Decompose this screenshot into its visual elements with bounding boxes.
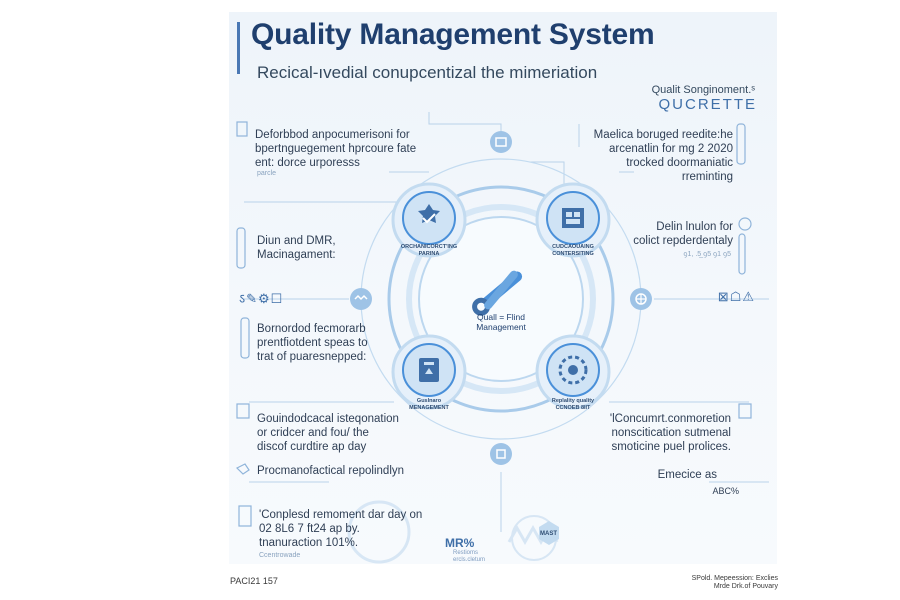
node-bottom-left (391, 334, 467, 410)
title-accent-bar (237, 22, 240, 74)
footer-right: SPold. Mepeession: Exclies Mrde Drk.of P… (691, 575, 778, 590)
page-title: Quality Management System (251, 18, 655, 51)
right-footer-row: Emecice as (657, 469, 717, 481)
note-mid-right: Delin lnulon for colict repderdentaly (633, 221, 733, 247)
right-edge-icons: ⊠☖⚠ (717, 289, 755, 304)
pen-icon (736, 123, 746, 165)
center-disc (418, 216, 584, 382)
kpi-value: MR% (445, 536, 475, 550)
note-top-left-tag: parcle (257, 170, 277, 177)
document-icon (236, 121, 248, 137)
note-mid-left: Diun and DMR, Macinagament: (257, 235, 336, 261)
pencil-icon (236, 227, 246, 269)
clipboard-icon (238, 505, 252, 527)
inner-ring-halo (406, 204, 596, 394)
diagram-lineart (235, 112, 769, 564)
node-label-bottom-left: Guslnaro MENAGEMENT (409, 398, 449, 411)
cube-icon (235, 463, 250, 475)
node-top-right (535, 182, 611, 258)
note-bottom-left: Gouindodcacal isteqonation or cridcer an… (257, 413, 399, 453)
node-label-top-left: ORCHANICORCT'ING PARINA (400, 244, 458, 257)
search-icon (738, 217, 752, 231)
note-bottom-tag: Ccentrowade (259, 552, 301, 559)
note-bottom: 'Conplesd remoment dar day on 02 8L6 7 f… (259, 509, 423, 549)
pencil-icon (240, 317, 250, 359)
connector-node-right (630, 288, 652, 310)
top-right-label: Qualit Songinoment.ˢ (651, 84, 755, 96)
connector-line (428, 112, 502, 142)
connector-node-bottom (490, 443, 512, 465)
left-footer-row: Procmanofactical repolindlyn (257, 465, 405, 477)
node-top-left (391, 182, 467, 258)
note-lower-left: Bornordod fecmorarb prentfiotdent speas … (257, 323, 368, 363)
node-label-bottom-right: Replality quality CCNOEB 8IIT (551, 398, 595, 411)
note-top-right: Maelica boruged reedite:he arcenatlin fo… (593, 129, 733, 183)
mast-badge: MAST (540, 531, 557, 537)
node-label-top-right: CUDCAOUAING CONTERSITING (552, 244, 594, 257)
left-edge-icons: ऽ✎⚙☐ (239, 291, 284, 306)
note-mid-right-tag: ꝯ1, .5̲ ꝯ5 ꝯ1 ꝯ5 (683, 251, 731, 258)
footer-left: PACI21 157 (230, 576, 278, 586)
document-icon (236, 403, 250, 419)
wrench-icon (472, 270, 523, 316)
page-subtitle: Recical-ıvedial conupcentizal the mimeri… (257, 63, 598, 82)
pen-icon (738, 233, 746, 275)
kpi-sub: Restioms ercls.cletum (453, 550, 486, 563)
connector-node-top (490, 131, 512, 153)
note-top-left: Deforbbod anpocumerisoni for bpertnguege… (255, 129, 417, 169)
note-bottom-right: 'lConcumrt.conmoretion nonscitication su… (609, 413, 731, 453)
mast-badge-shape (539, 521, 559, 545)
infographic-poster: Quality Management System Recical-ıvedia… (229, 12, 777, 564)
middle-ring (387, 185, 615, 413)
connector-node-left (350, 288, 372, 310)
document-icon (738, 403, 752, 419)
center-label: Quall = Flind Management (476, 312, 526, 332)
node-bottom-right (535, 334, 611, 410)
right-footer-code: ABC% (712, 486, 739, 496)
top-right-code: QUCRETTE (658, 96, 757, 113)
